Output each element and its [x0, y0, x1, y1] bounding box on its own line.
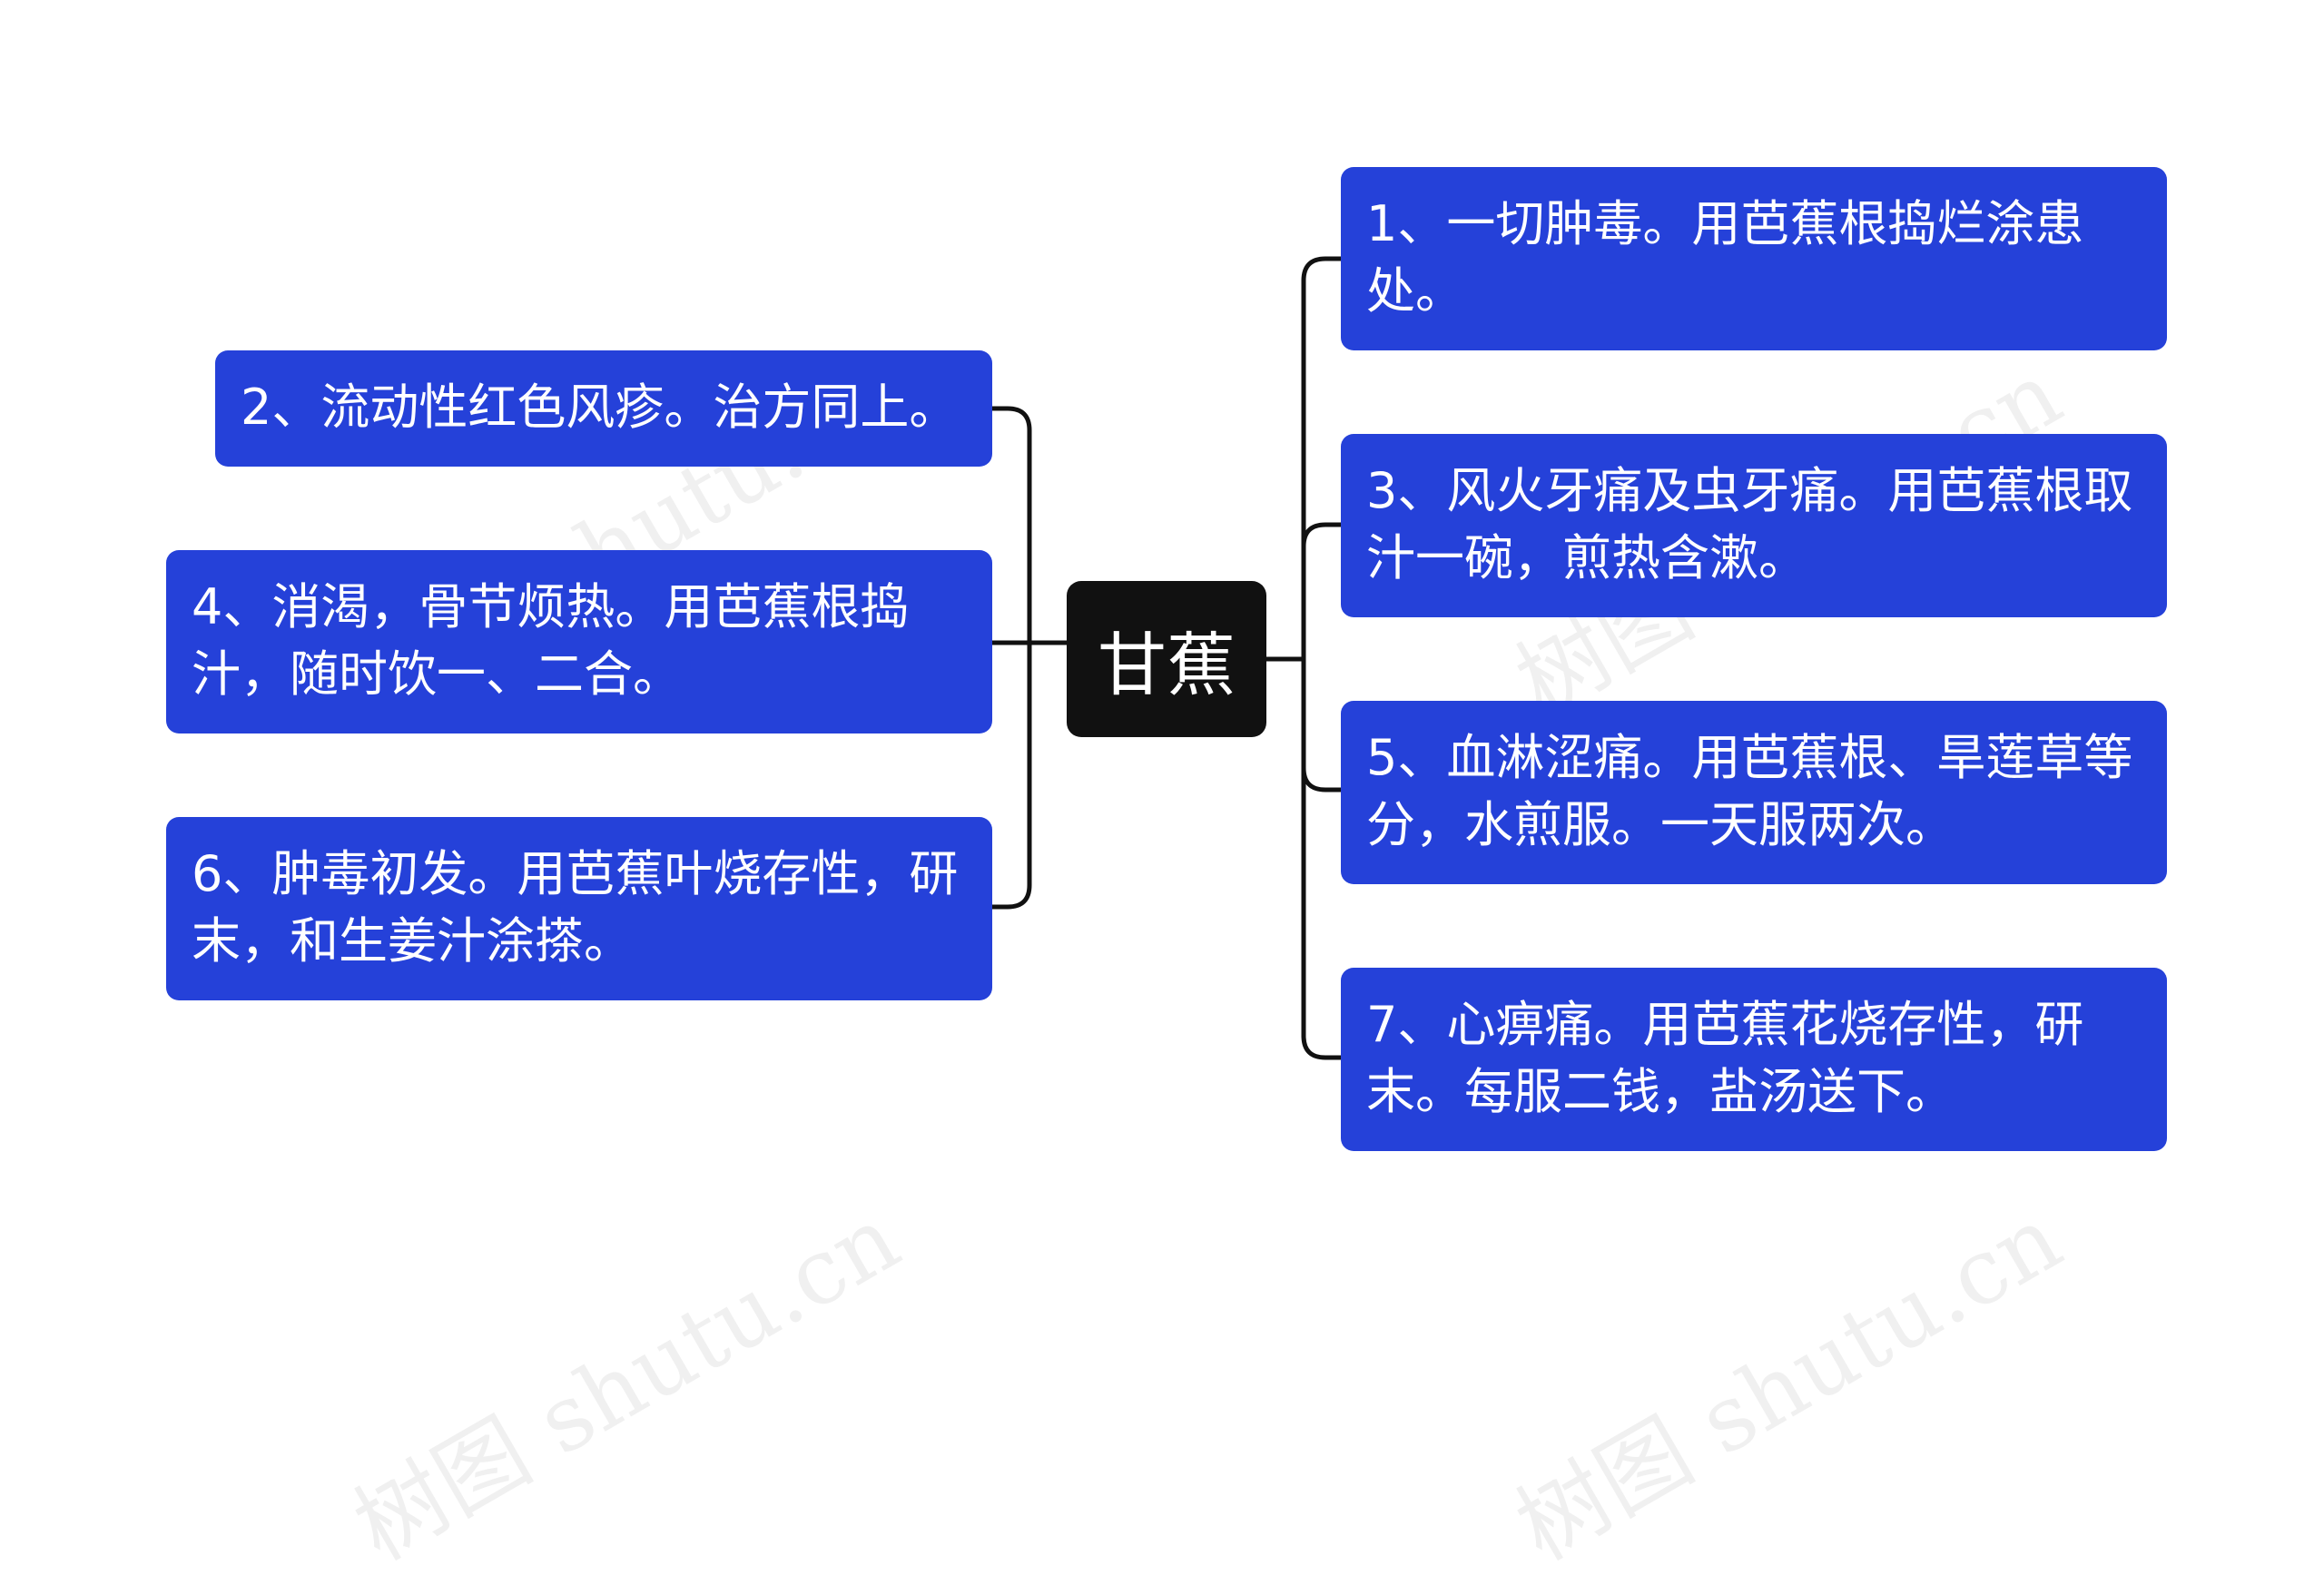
- branch-node-6[interactable]: 6、肿毒初发。用芭蕉叶烧存性，研末，和生姜汁涂搽。: [166, 817, 992, 1000]
- branch-node-4[interactable]: 4、消渴，骨节烦热。用芭蕉根捣汁，随时饮一、二合。: [166, 550, 992, 733]
- branch-label: 7、心痹痛。用芭蕉花烧存性，研末。每服二钱，盐汤送下。: [1366, 996, 2084, 1120]
- branch-node-7[interactable]: 7、心痹痛。用芭蕉花烧存性，研末。每服二钱，盐汤送下。: [1341, 968, 2167, 1151]
- root-topic[interactable]: 甘蕉: [1067, 581, 1266, 737]
- branch-label: 3、风火牙痛及虫牙痛。用芭蕉根取汁一碗，煎热含漱。: [1366, 462, 2133, 586]
- connector-right-b5: [1301, 765, 1344, 792]
- branch-node-1[interactable]: 1、一切肿毒。用芭蕉根捣烂涂患处。: [1341, 167, 2167, 350]
- branch-label: 1、一切肿毒。用芭蕉根捣烂涂患处。: [1366, 195, 2084, 320]
- branch-node-3[interactable]: 3、风火牙痛及虫牙痛。用芭蕉根取汁一碗，煎热含漱。: [1341, 434, 2167, 617]
- connector-left-b2: [990, 406, 1032, 910]
- branch-label: 6、肿毒初发。用芭蕉叶烧存性，研末，和生姜汁涂搽。: [192, 845, 959, 970]
- branch-label: 4、消渴，骨节烦热。用芭蕉根捣汁，随时饮一、二合。: [192, 578, 910, 703]
- root-topic-label: 甘蕉: [1098, 625, 1236, 705]
- branch-label: 2、流动性红色风疹。治方同上。: [241, 379, 959, 436]
- branch-label: 5、血淋涩痛。用芭蕉根、旱莲草等分，水煎服。一天服两次。: [1366, 729, 2133, 853]
- connector-lines: [990, 256, 1344, 1060]
- branch-node-2[interactable]: 2、流动性红色风疹。治方同上。: [215, 350, 992, 467]
- connector-right-b3: [1301, 522, 1344, 549]
- branch-node-5[interactable]: 5、血淋涩痛。用芭蕉根、旱莲草等分，水煎服。一天服两次。: [1341, 701, 2167, 884]
- connector-right-b1: [1301, 256, 1344, 1060]
